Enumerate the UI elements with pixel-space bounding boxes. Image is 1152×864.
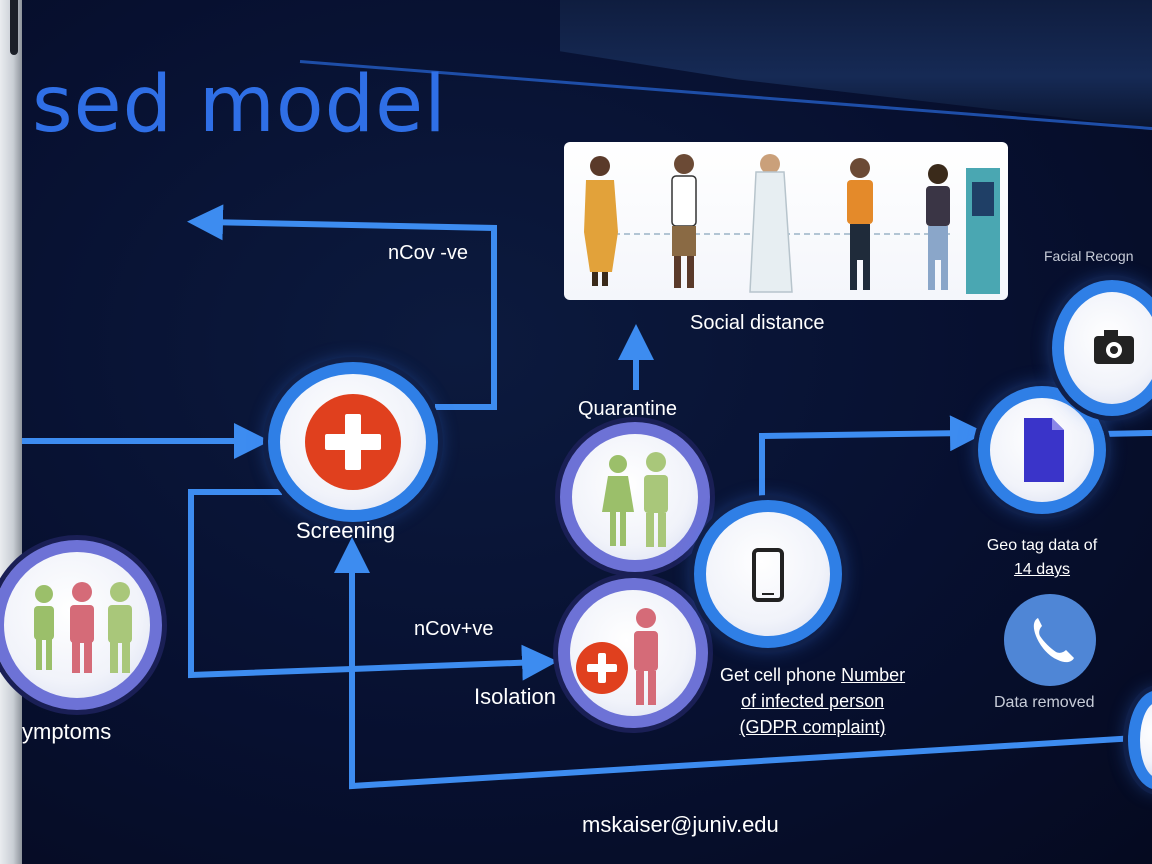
cell-phone-label-line1: Get cell phone [720,665,842,685]
edge-label-positive: nCov+ve [414,618,494,640]
slide-title: sed model [32,60,447,150]
document-icon [1024,418,1064,482]
cell-phone-label-number: Number [841,665,906,685]
arrow-positive-to-isolation [188,489,558,681]
arrow-return-to-screening [334,537,1152,790]
mobile-phone-icon [752,548,784,602]
isolated-person-icon [634,608,658,705]
cell-phone-label: Get cell phone Number of infected person… [720,662,905,740]
people-group-icon [34,582,132,673]
isolation-node[interactable] [558,578,708,728]
symptoms-node [0,540,162,710]
isolation-label: Isolation [474,684,556,709]
edge-label-negative: nCov -ve [388,242,469,264]
cell-phone-label-line3: (GDPR complaint) [739,717,886,737]
data-removed-node[interactable] [1004,594,1096,686]
symptoms-label: ymptoms [22,719,112,744]
arrow-phone-to-geotag [759,415,986,498]
quarantine-node[interactable] [560,422,710,572]
social-distance-photo [564,142,1008,300]
red-cross-icon [576,642,628,694]
arrow-negative-loop [187,204,497,410]
geo-tag-label-line2: 14 days [1013,561,1071,578]
social-distance-label: Social distance [690,312,825,334]
arrow-geotag-onward [1101,430,1152,437]
bezel-notch [10,0,18,55]
camera-icon [1094,330,1134,364]
cell-phone-label-line2: of infected person [741,691,885,711]
geo-tag-label: Geo tag data of 14 days [978,534,1106,582]
queue-people-photo [584,154,1000,294]
screening-label: Screening [296,518,396,543]
red-cross-icon [305,394,401,490]
couple-icon [602,452,668,547]
geo-tag-label-line1: Geo tag data of [986,537,1098,554]
data-removed-label: Data removed [994,694,1095,711]
quarantine-label: Quarantine [578,398,677,420]
footer-email: mskaiser@juniv.edu [582,812,779,837]
phone-call-icon [1033,618,1074,663]
facial-label: Facial Recogn [1044,248,1134,264]
facial-recognition-node[interactable] [1052,280,1152,416]
cell-phone-node[interactable] [694,500,842,648]
screening-node[interactable] [268,362,438,522]
